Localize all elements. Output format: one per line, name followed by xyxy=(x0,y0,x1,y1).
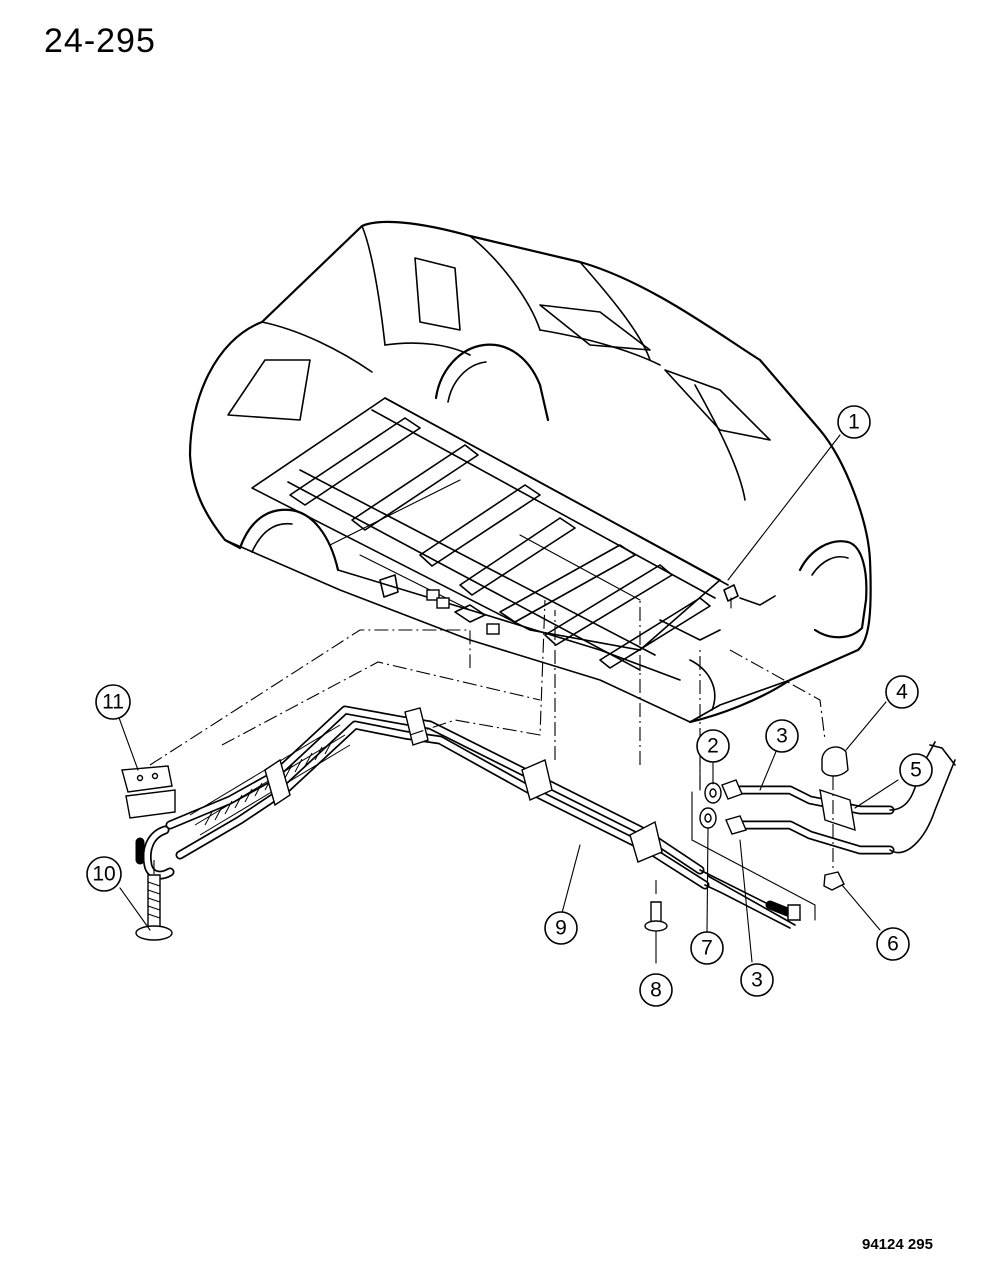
callout-9: 9 xyxy=(544,911,578,945)
callout-11: 11 xyxy=(95,684,131,720)
callout-11-label: 11 xyxy=(102,691,124,714)
callout-9-label: 9 xyxy=(555,917,567,940)
callout-5: 5 xyxy=(899,753,933,787)
page-code: 24-295 xyxy=(44,22,156,60)
callout-2-label: 2 xyxy=(707,735,719,758)
fasteners xyxy=(121,746,849,941)
callout-3-upper-label: 3 xyxy=(776,725,788,748)
callout-8: 8 xyxy=(639,973,673,1007)
leader-lines xyxy=(117,434,899,964)
callout-7-label: 7 xyxy=(701,937,713,960)
callout-7: 7 xyxy=(690,931,724,965)
callout-10-label: 10 xyxy=(92,863,115,886)
callout-4-label: 4 xyxy=(896,681,908,704)
vehicle-body xyxy=(188,220,872,724)
callout-10: 10 xyxy=(86,856,122,892)
callout-3-lower-label: 3 xyxy=(751,969,763,992)
callout-3-upper: 3 xyxy=(765,719,799,753)
callout-4: 4 xyxy=(885,675,919,709)
underbody-frame xyxy=(251,397,776,711)
callout-1-label: 1 xyxy=(848,411,860,434)
figure-code: 94124 295 xyxy=(862,1236,933,1253)
callout-3-lower: 3 xyxy=(740,963,774,997)
callout-6: 6 xyxy=(876,927,910,961)
callout-8-label: 8 xyxy=(650,979,662,1002)
callout-1: 1 xyxy=(837,405,871,439)
callout-6-label: 6 xyxy=(887,933,899,956)
callout-5-label: 5 xyxy=(910,759,922,782)
callout-2: 2 xyxy=(696,729,730,763)
